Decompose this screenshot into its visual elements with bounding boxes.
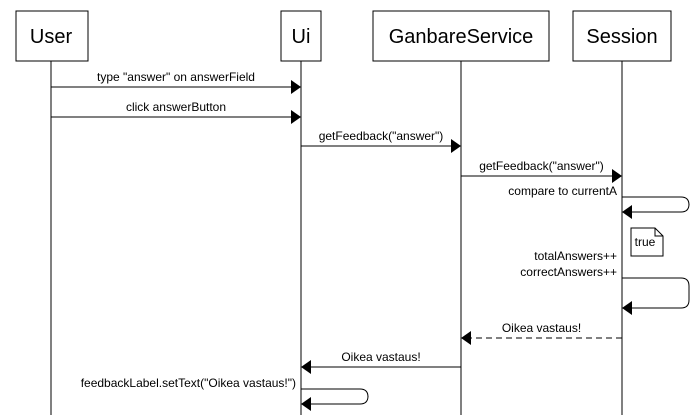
participant-session: Session [572,10,672,62]
message-9: Oikea vastaus! [301,350,461,374]
self-message-line [622,196,690,213]
participant-label-session: Session [586,26,657,48]
self-message-line [622,277,690,309]
message-2: click answerButton [51,100,301,124]
participant-user: User [15,10,89,62]
message-label: click answerButton [126,100,226,114]
arrowhead-icon [291,80,301,94]
participant-label-user: User [30,26,73,48]
participant-label-ui: Ui [292,26,311,48]
arrowhead-icon [461,331,471,345]
message-label: Oikea vastaus! [502,321,581,335]
arrowhead-icon [451,139,461,153]
arrowhead-icon [291,110,301,124]
arrowhead-icon [622,205,632,219]
self-message-label: compare to currentA [508,184,617,198]
participant-box-ui [280,10,322,62]
lifelines [50,61,623,415]
message-10: feedbackLabel.setText("Oikea vastaus!") [81,376,369,411]
message-7: totalAnswers++ correctAnswers++ [520,249,690,315]
arrowhead-icon [301,360,311,374]
participant-service: GanbareService [372,10,550,62]
message-1: type "answer" on answerField [51,70,301,94]
self-message-label: feedbackLabel.setText("Oikea vastaus!") [81,376,296,390]
message-8: Oikea vastaus! [461,321,622,345]
note-fold-icon [654,228,663,237]
participant-box-service [372,10,550,62]
participant-ui: Ui [280,10,322,62]
arrowhead-icon [622,301,632,315]
arrowhead-icon [612,169,622,183]
message-label: type "answer" on answerField [97,70,255,84]
self-message-line [301,388,369,405]
participants: User Ui GanbareService Session [15,10,672,62]
arrowhead-icon [301,397,311,411]
self-message-label: correctAnswers++ [520,265,617,279]
note-label: true [635,235,656,249]
participant-box-session [572,10,672,62]
messages: type "answer" on answerField click answer… [51,70,690,411]
message-label: getFeedback("answer") [479,159,604,173]
message-4: getFeedback("answer") [461,159,622,183]
message-label: getFeedback("answer") [319,129,444,143]
message-5: compare to currentA [508,184,690,219]
message-label: Oikea vastaus! [341,350,420,364]
participant-box-user [15,10,89,62]
message-6: true [630,227,664,257]
self-message-label: totalAnswers++ [534,249,617,263]
participant-label-service: GanbareService [389,26,534,48]
message-3: getFeedback("answer") [301,129,461,153]
